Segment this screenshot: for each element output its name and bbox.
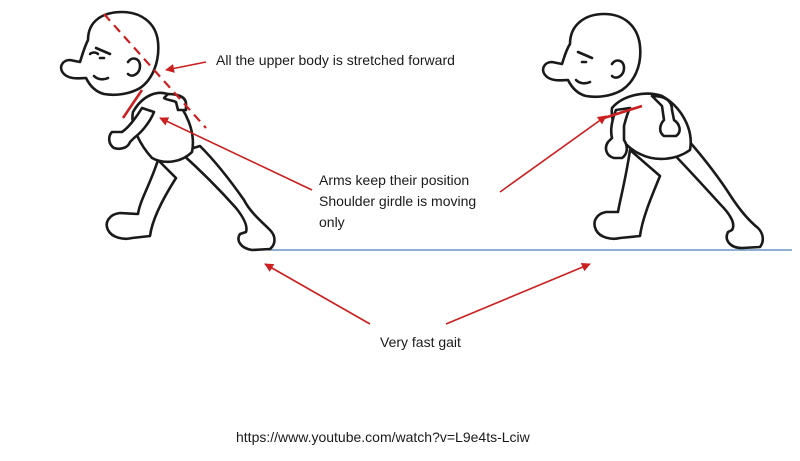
- walker-figure-left: [59, 10, 276, 252]
- shoulder-line-right: [603, 104, 643, 120]
- annotation-arms-shoulder: Arms keep their position Shoulder girdle…: [319, 170, 476, 233]
- arrow-to-right-shoulder: [499, 115, 607, 193]
- posture-dashed-line: [103, 13, 207, 129]
- source-url: https://www.youtube.com/watch?v=L9e4ts-L…: [236, 429, 530, 445]
- arrow-to-upper-body: [165, 61, 207, 73]
- annotation-arms-line-3: only: [319, 214, 345, 230]
- annotation-gait: Very fast gait: [380, 334, 461, 350]
- annotation-arms-line-1: Arms keep their position: [319, 172, 470, 188]
- arrow-to-left-shoulder: [159, 117, 313, 191]
- shoulder-line-left: [121, 89, 144, 119]
- annotation-arms-line-2: Shoulder girdle is moving: [319, 193, 477, 209]
- walker-figure-right: [541, 12, 765, 250]
- arrow-to-left-foot: [264, 263, 371, 325]
- arrow-to-right-foot: [445, 262, 591, 325]
- annotation-upper-body: All the upper body is stretched forward: [216, 52, 455, 68]
